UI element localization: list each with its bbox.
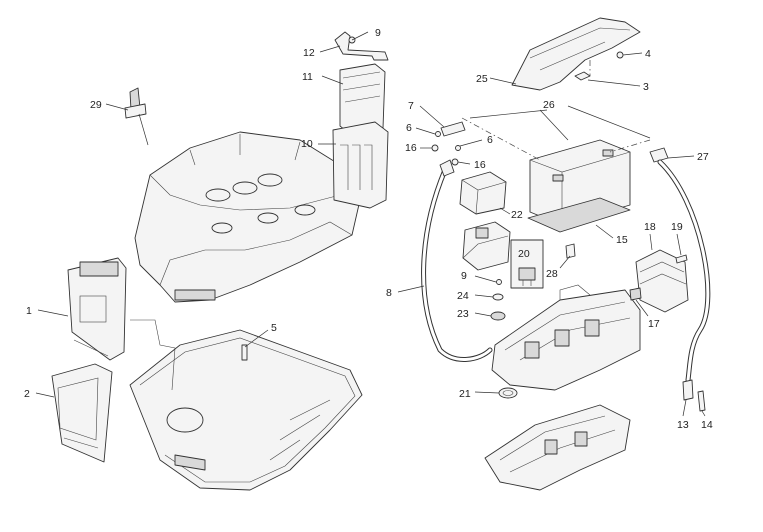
callout-17: 17 (648, 318, 660, 330)
callout-25: 25 (476, 73, 488, 85)
callout-19: 19 (671, 221, 683, 233)
callout-7: 7 (408, 100, 414, 112)
part-9-screw-lower (474, 275, 502, 285)
part-15-battery-pad (527, 197, 631, 239)
part-29-sensor (105, 87, 149, 146)
callout-26: 26 (543, 99, 555, 111)
part-7-clamp (419, 105, 466, 137)
part-18-regulator (635, 233, 689, 313)
callout-6-right: 6 (487, 134, 493, 146)
part-28-fuse-holder (559, 243, 576, 269)
callout-14: 14 (701, 419, 713, 431)
callout-22: 22 (511, 209, 523, 221)
battery-box (491, 284, 641, 391)
airbox-manifold (134, 131, 361, 303)
part-2-tray (35, 363, 113, 463)
part-25-cover (489, 17, 641, 91)
callout-8: 8 (386, 287, 392, 299)
part-10-ecu-holder (318, 121, 389, 209)
callout-18: 18 (644, 221, 656, 233)
part-27-ground-cable (649, 147, 711, 383)
callout-12: 12 (303, 47, 315, 59)
callout-3: 3 (643, 81, 649, 93)
callout-16-right: 16 (474, 159, 486, 171)
callout-1: 1 (26, 305, 32, 317)
part-20-fuse-box (510, 239, 544, 289)
callout-2: 2 (24, 388, 30, 400)
callout-10: 10 (301, 138, 313, 150)
part-3-nut (574, 71, 641, 87)
callout-4: 4 (645, 48, 651, 60)
part-22-relay-cover (459, 171, 511, 215)
callout-28: 28 (546, 268, 558, 280)
part-12-bracket (319, 31, 389, 61)
part-11-ecu (321, 63, 386, 135)
part-4-screw (589, 51, 643, 76)
part-13-terminal (682, 379, 694, 417)
part-23-grommet (474, 311, 506, 321)
part-5-bolt (241, 329, 269, 361)
callout-27: 27 (697, 151, 709, 163)
part-16-washers (420, 144, 471, 166)
part-1-control-unit (37, 257, 127, 361)
part-6-screws (415, 127, 483, 151)
callout-21: 21 (459, 388, 471, 400)
callout-24: 24 (457, 290, 469, 302)
callout-labels: 1 2 3 4 5 6 6 7 8 9 9 10 11 12 13 14 15 … (24, 27, 713, 431)
part-21-seal (474, 387, 518, 399)
part-14-screw (697, 390, 706, 417)
part-9-screw-top (348, 31, 369, 44)
frame (129, 319, 363, 491)
part-24-washer (474, 293, 504, 301)
callout-11: 11 (302, 71, 313, 83)
callout-15: 15 (616, 234, 628, 246)
callout-16-left: 16 (405, 142, 417, 154)
callout-9-top: 9 (375, 27, 381, 39)
callout-13: 13 (677, 419, 689, 431)
starter-relay (462, 221, 511, 271)
callout-6-left: 6 (406, 122, 412, 134)
undertray (484, 404, 631, 491)
part-17-clip (629, 287, 649, 317)
part-19-bolt (675, 233, 688, 264)
callout-20: 20 (518, 248, 530, 260)
callout-29: 29 (90, 99, 102, 111)
callout-5: 5 (271, 322, 277, 334)
part-8-cable (397, 159, 493, 362)
callout-9-lower: 9 (461, 270, 467, 282)
callout-23: 23 (457, 308, 469, 320)
